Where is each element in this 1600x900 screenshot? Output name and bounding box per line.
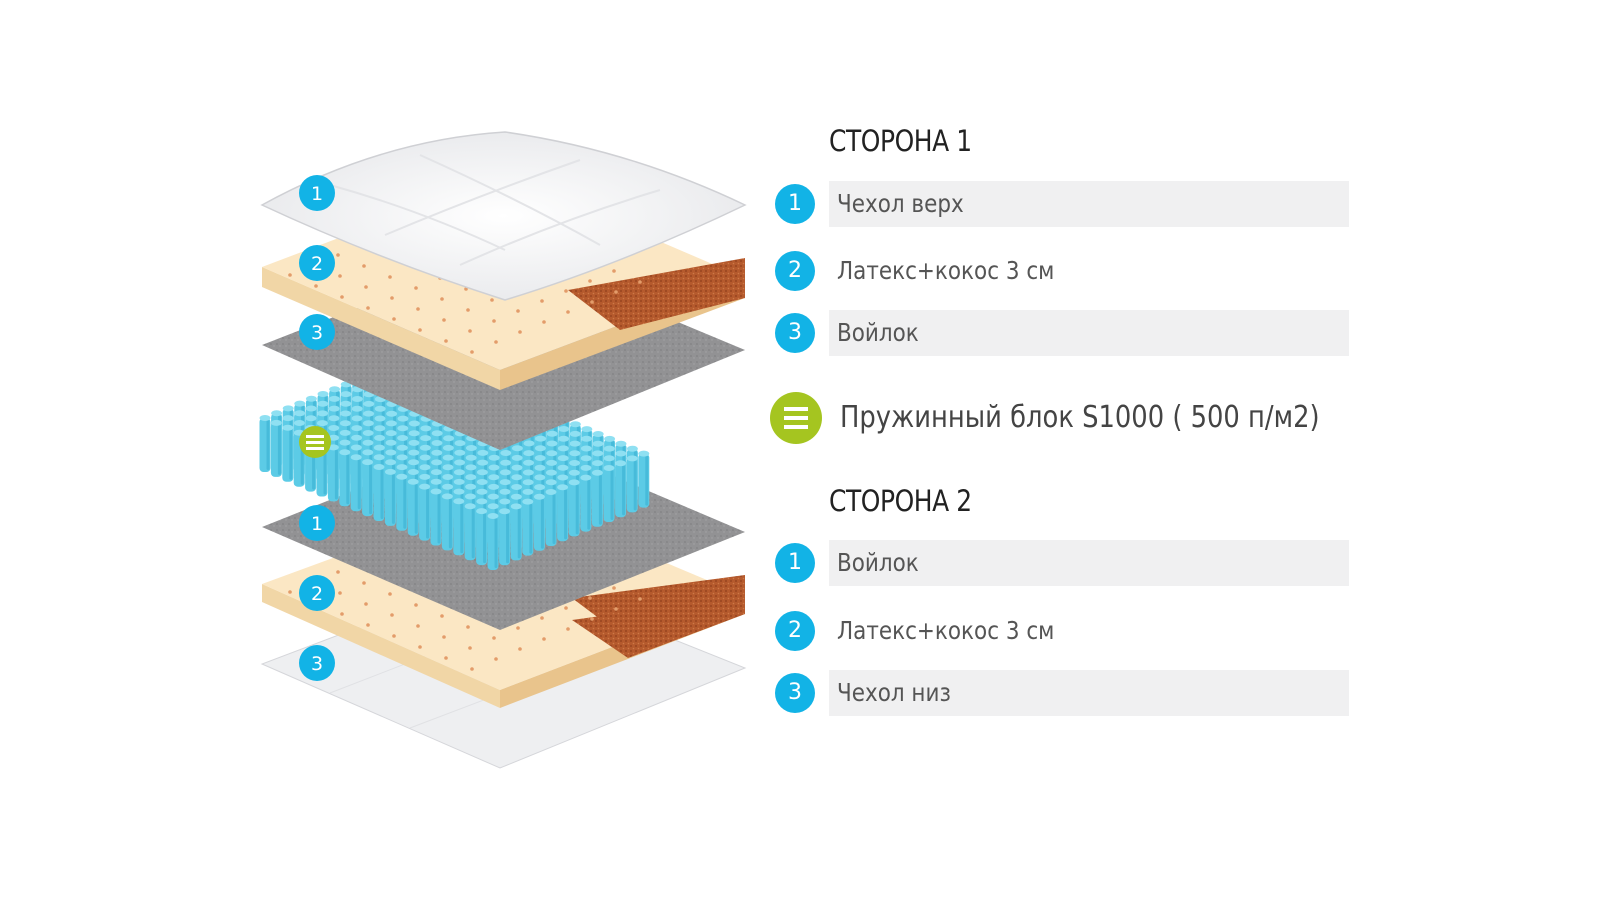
- number-badge: 1: [775, 543, 815, 583]
- number-badge: 1: [775, 184, 815, 224]
- spring-badge-icon: [299, 426, 331, 458]
- top-cover-layer: [260, 131, 747, 301]
- svg-text:1: 1: [311, 513, 323, 535]
- side-2-item-1: 1 Войлок: [775, 540, 1349, 586]
- item-label: Войлок: [837, 548, 919, 577]
- spring-block-row: Пружинный блок S1000 ( 500 п/м2): [770, 390, 1370, 446]
- row-background: [829, 310, 1349, 356]
- number-badge: 2: [775, 611, 815, 651]
- row-background: [829, 540, 1349, 586]
- badge-top-1: 1: [299, 175, 335, 211]
- badge-top-3: 3: [299, 314, 335, 350]
- badge-bottom-2: 2: [299, 575, 335, 611]
- number-badge: 2: [775, 251, 815, 291]
- row-background: [829, 181, 1349, 227]
- item-label: Латекс+кокос 3 см: [837, 256, 1055, 285]
- row-background: [829, 670, 1349, 716]
- number-badge: 3: [775, 673, 815, 713]
- badge-bottom-1: 1: [299, 505, 335, 541]
- svg-text:2: 2: [311, 583, 323, 605]
- side-1-heading: СТОРОНА 1: [829, 124, 972, 158]
- side-2-item-3: 3 Чехол низ: [775, 670, 1349, 716]
- side-1-item-3: 3 Войлок: [775, 310, 1349, 356]
- spring-block-label: Пружинный блок S1000 ( 500 п/м2): [840, 400, 1320, 435]
- svg-text:1: 1: [311, 183, 323, 205]
- side-1-item-1: 1 Чехол верх: [775, 181, 1349, 227]
- svg-text:3: 3: [311, 653, 323, 675]
- side-2-heading: СТОРОНА 2: [829, 484, 972, 518]
- side-2-item-2: 2 Латекс+кокос 3 см: [775, 608, 1349, 654]
- svg-text:3: 3: [311, 322, 323, 344]
- side-1-item-2: 2 Латекс+кокос 3 см: [775, 248, 1349, 294]
- mattress-layers-illustration: 1 2 3 1 2 3: [259, 131, 747, 769]
- svg-text:2: 2: [311, 253, 323, 275]
- badge-bottom-3: 3: [299, 645, 335, 681]
- badge-top-2: 2: [299, 245, 335, 281]
- number-badge: 3: [775, 313, 815, 353]
- item-label: Латекс+кокос 3 см: [837, 616, 1055, 645]
- item-label: Чехол верх: [837, 189, 964, 218]
- item-label: Войлок: [837, 318, 919, 347]
- spring-block-icon: [770, 392, 822, 444]
- item-label: Чехол низ: [837, 678, 951, 707]
